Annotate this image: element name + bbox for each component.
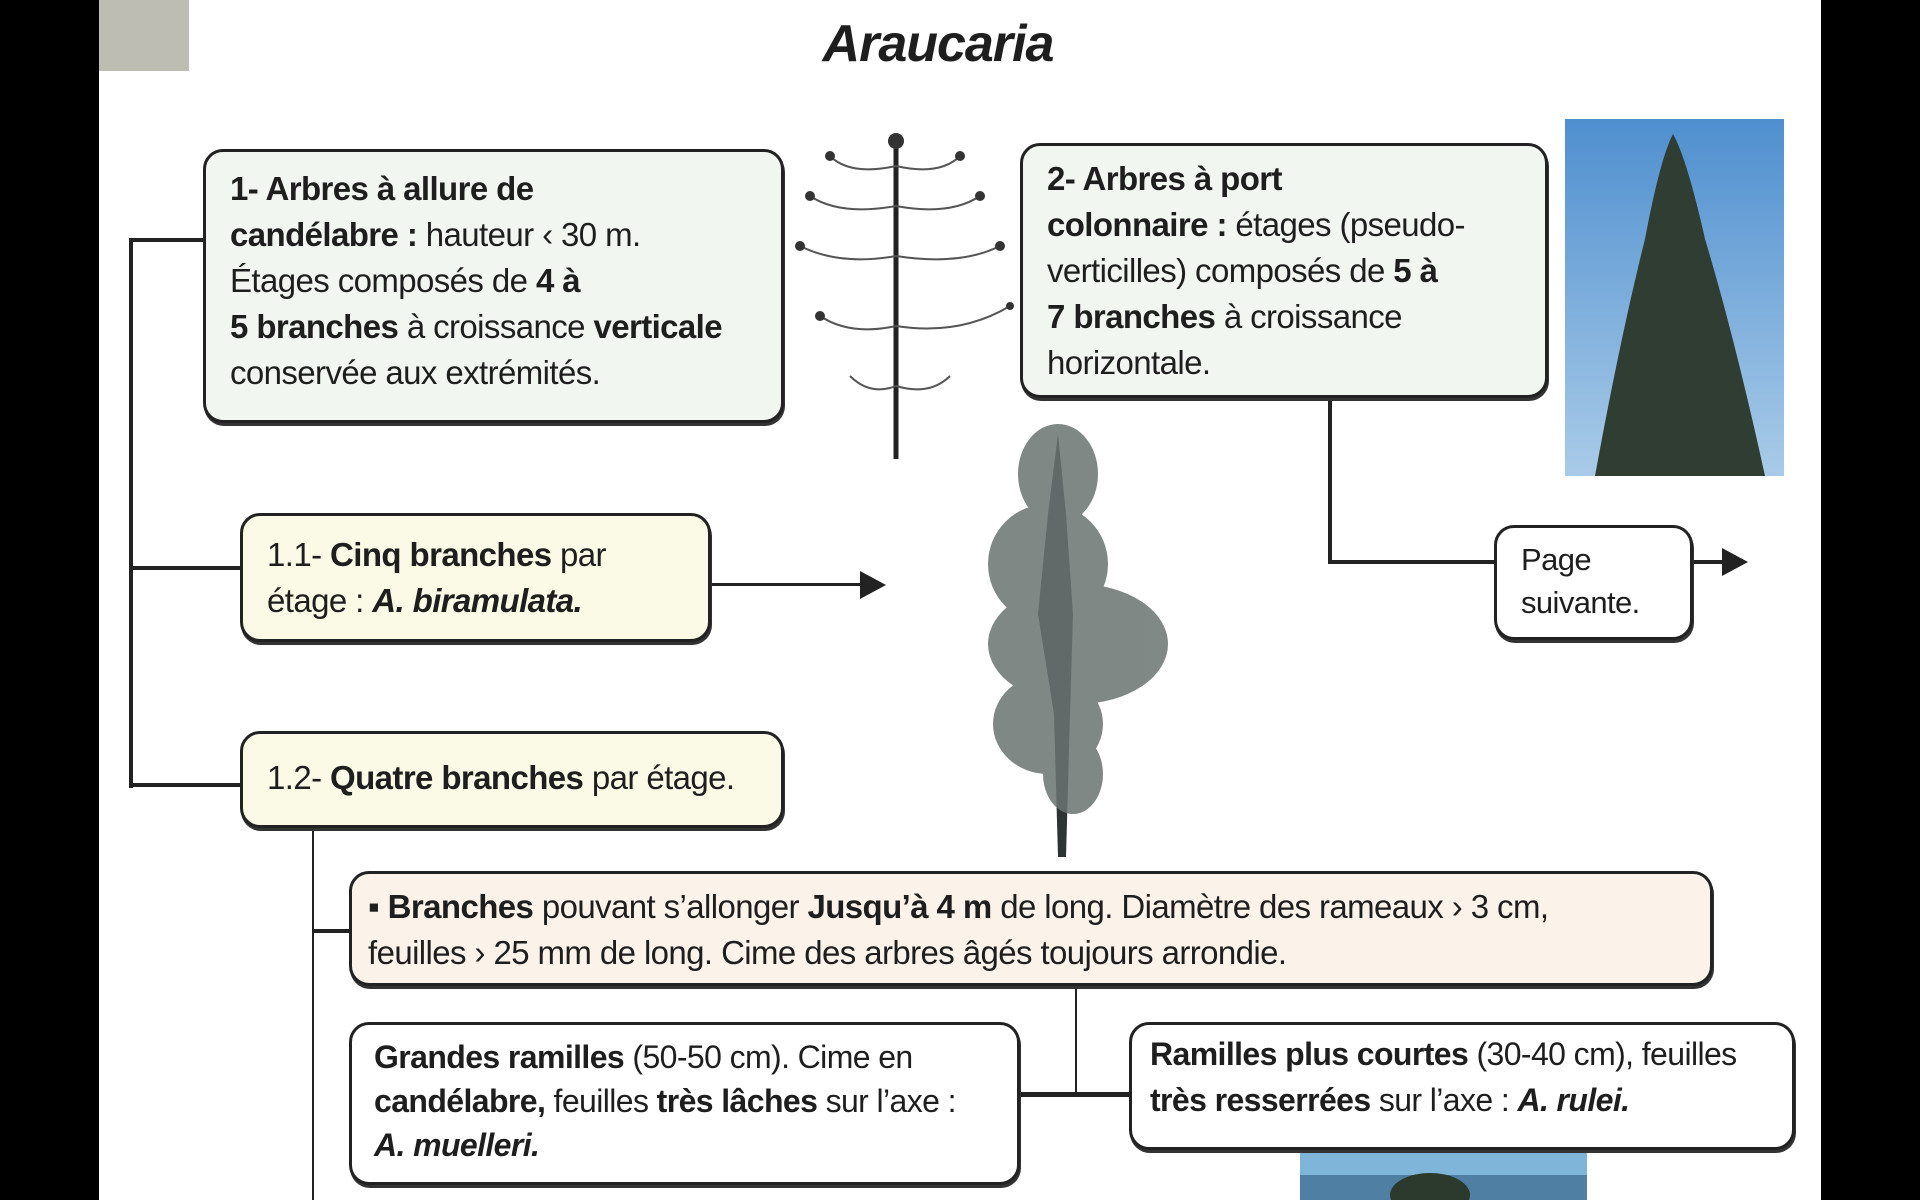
text-segment: feuilles › 25 mm de long. Cime des arbre… (368, 934, 1287, 971)
connector-line (1075, 986, 1077, 1094)
text-line: conservée aux extrémités. (230, 350, 781, 396)
text-segment: pouvant s’allonger (533, 888, 808, 925)
text-segment: candélabre : (230, 216, 418, 253)
text-segment: (50-50 cm). Cime en (624, 1039, 913, 1075)
connector-line (129, 566, 241, 570)
text-line: 1- Arbres à allure de (230, 166, 781, 212)
text-line: 5 branches à croissance verticale (230, 304, 781, 350)
text-line: Grandes ramilles (50-50 cm). Cime en (374, 1035, 1017, 1079)
text-line: verticilles) composés de 5 à (1047, 248, 1545, 294)
connector-line (711, 583, 861, 586)
text-segment: très resserrées (1150, 1082, 1371, 1118)
next-page-link[interactable]: Page suivante. (1494, 525, 1693, 640)
text-segment: très lâches (656, 1083, 818, 1119)
candelabra-tree-image (795, 133, 1014, 459)
text-segment: (30-40 cm), feuilles (1468, 1036, 1737, 1072)
text-segment: Étages composés de (230, 262, 536, 299)
text-segment: Grandes ramilles (374, 1039, 625, 1075)
text-segment: étages (pseudo- (1226, 206, 1465, 243)
connector-line (312, 929, 350, 933)
text-line: 7 branches à croissance (1047, 294, 1545, 340)
connector-line (129, 238, 205, 242)
text-segment: sur l’axe : (1370, 1082, 1518, 1118)
corner-tab (99, 0, 189, 71)
text-segment: 7 branches (1047, 298, 1216, 335)
text-segment: A. muelleri. (374, 1127, 540, 1163)
text-segment: ▪ Branches (368, 888, 534, 925)
connector-line (129, 238, 133, 788)
text-segment: par étage. (583, 759, 735, 796)
text-segment: A. biramulata. (372, 582, 583, 619)
text-segment: A. rulei. (1517, 1082, 1630, 1118)
columnar-tree-photo (1565, 119, 1784, 476)
text-line: ▪ Branches pouvant s’allonger Jusqu’à 4 … (368, 884, 1710, 930)
text-line: 2- Arbres à port (1047, 156, 1545, 202)
text-segment: étage : (267, 582, 373, 619)
text-segment: à croissance (1215, 298, 1403, 335)
text-segment: verticale (593, 308, 722, 345)
arrow-right-icon (860, 571, 886, 599)
text-segment: feuilles (545, 1083, 657, 1119)
text-line: horizontale. (1047, 340, 1545, 386)
text-segment: horizontale. (1047, 344, 1211, 381)
connector-line (1328, 396, 1332, 564)
branches-box: ▪ Branches pouvant s’allonger Jusqu’à 4 … (349, 871, 1713, 986)
text-line: très resserrées sur l’axe : A. rulei. (1150, 1077, 1792, 1123)
text-segment: verticilles) composés de (1047, 252, 1394, 289)
text-line: A. muelleri. (374, 1123, 1017, 1167)
text-segment: 1- Arbres à allure de (230, 170, 534, 207)
rulei-box: Ramilles plus courtes (30-40 cm), feuill… (1129, 1022, 1795, 1150)
text-line: colonnaire : étages (pseudo- (1047, 202, 1545, 248)
connector-line (1328, 560, 1496, 564)
text-line: 1.2- Quatre branches par étage. (267, 755, 781, 801)
candelabra-trees-box: 1- Arbres à allure de candélabre : hauteu… (203, 149, 784, 423)
text-segment: 1.2- (267, 759, 331, 796)
text-segment: 2- Arbres à port (1047, 160, 1283, 197)
text-line: étage : A. biramulata. (267, 578, 708, 624)
text-segment: par (551, 536, 607, 573)
text-segment: suivante. (1521, 585, 1640, 620)
connector-line (129, 783, 241, 787)
text-line: 1.1- Cinq branches par (267, 532, 708, 578)
text-segment: 1.1- (267, 536, 331, 573)
connector-line (312, 828, 314, 1200)
connector-line (1693, 560, 1723, 564)
four-branches-box: 1.2- Quatre branches par étage. (240, 731, 784, 828)
text-segment: 5 à (1393, 252, 1438, 289)
text-line: candélabre : hauteur ‹ 30 m. (230, 212, 781, 258)
text-segment: Ramilles plus courtes (1150, 1036, 1469, 1072)
text-line: Ramilles plus courtes (30-40 cm), feuill… (1150, 1031, 1792, 1077)
page-title: Araucaria (822, 15, 1055, 73)
text-segment: à croissance (398, 308, 594, 345)
text-segment: hauteur ‹ 30 m. (417, 216, 641, 253)
text-segment: 5 branches (230, 308, 399, 345)
text-segment: Quatre branches (330, 759, 584, 796)
text-line: feuilles › 25 mm de long. Cime des arbre… (368, 930, 1710, 976)
text-segment: candélabre, (374, 1083, 546, 1119)
arrow-right-icon (1722, 548, 1748, 576)
text-line: suivante. (1521, 581, 1690, 624)
text-segment: Cinq branches (330, 536, 552, 573)
text-segment: de long. Diamètre des rameaux › 3 cm, (991, 888, 1549, 925)
text-segment: sur l’axe : (817, 1083, 957, 1119)
text-segment: 4 à (535, 262, 581, 299)
text-line: Page (1521, 538, 1690, 581)
text-segment: colonnaire : (1047, 206, 1227, 243)
rulei-tree-photo (1300, 1150, 1587, 1200)
text-segment: conservée aux extrémités. (230, 354, 601, 391)
columnar-trees-box: 2- Arbres à port colonnaire : étages (pse… (1020, 143, 1548, 398)
text-segment: Jusqu’à 4 m (807, 888, 992, 925)
text-line: candélabre, feuilles très lâches sur l’a… (374, 1079, 1017, 1123)
text-line: Étages composés de 4 à (230, 258, 781, 304)
biramulata-tree-image (988, 424, 1168, 857)
connector-line (1020, 1092, 1130, 1097)
text-segment: Page (1521, 542, 1592, 577)
